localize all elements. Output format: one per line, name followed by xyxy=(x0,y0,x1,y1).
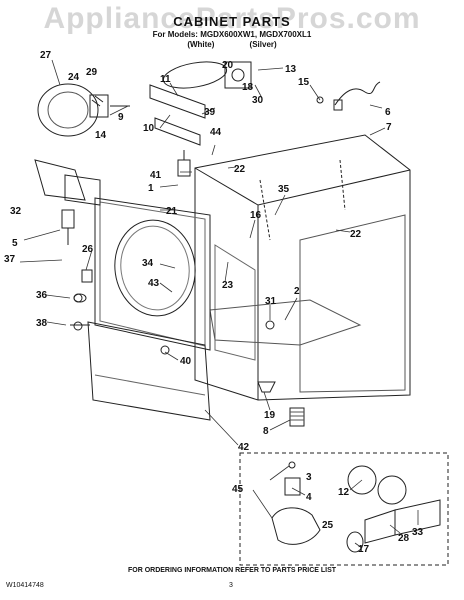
callout-39: 39 xyxy=(204,107,216,118)
thermostat xyxy=(177,150,191,177)
callout-11: 11 xyxy=(160,74,171,85)
page-title: CABINET PARTS xyxy=(173,14,291,29)
cabinet xyxy=(194,134,411,401)
callout-10: 10 xyxy=(143,123,155,134)
model-numbers: For Models: MGDX600XW1, MGDX700XL1 xyxy=(152,30,312,39)
page-number: 3 xyxy=(229,582,233,589)
callout-19: 19 xyxy=(264,410,276,421)
variant-silver: (Silver) xyxy=(249,40,277,49)
callout-34: 34 xyxy=(142,258,154,269)
bracket xyxy=(149,84,206,146)
callout-44: 44 xyxy=(210,127,222,138)
variant-white: (White) xyxy=(187,40,215,49)
callout-2: 2 xyxy=(294,286,300,297)
leader-lines xyxy=(19,59,419,549)
callout-16: 16 xyxy=(250,210,262,221)
callout-20: 20 xyxy=(222,60,234,71)
callout-9: 9 xyxy=(118,112,124,123)
callout-24: 24 xyxy=(68,72,80,83)
callout-25: 25 xyxy=(322,520,334,531)
callout-17: 17 xyxy=(358,544,370,555)
callout-18: 18 xyxy=(242,82,254,93)
callout-35: 35 xyxy=(278,184,290,195)
document-number: W10414748 xyxy=(6,582,44,589)
callout-15: 15 xyxy=(298,77,310,88)
callout-28: 28 xyxy=(398,533,410,544)
exhaust-kit xyxy=(239,452,449,566)
callout-27: 27 xyxy=(40,50,52,61)
callout-8: 8 xyxy=(263,426,269,437)
callout-36: 36 xyxy=(36,290,48,301)
callout-43: 43 xyxy=(148,278,160,289)
callout-38: 38 xyxy=(36,318,48,329)
callout-32: 32 xyxy=(10,206,22,217)
callout-31: 31 xyxy=(265,296,277,307)
callout-3: 3 xyxy=(306,472,312,483)
callout-22: 22 xyxy=(234,164,246,175)
door-switch xyxy=(61,209,93,283)
power-cord xyxy=(333,81,381,111)
callout-21: 21 xyxy=(166,206,178,217)
callout-5: 5 xyxy=(12,238,18,249)
callout-30: 30 xyxy=(252,95,264,106)
ordering-info: FOR ORDERING INFORMATION REFER TO PARTS … xyxy=(127,567,337,574)
callout-labels: 27 24 29 11 20 13 18 15 30 6 9 39 7 10 1… xyxy=(4,50,424,555)
callout-22b: 22 xyxy=(350,229,362,240)
callout-12: 12 xyxy=(338,487,350,498)
callout-29: 29 xyxy=(86,67,98,78)
callout-33: 33 xyxy=(412,527,424,538)
callout-14: 14 xyxy=(95,130,107,141)
callout-26: 26 xyxy=(82,244,94,255)
callout-13: 13 xyxy=(285,64,297,75)
callout-23: 23 xyxy=(222,280,234,291)
lower-bracket xyxy=(34,159,101,206)
toe-panel xyxy=(87,321,211,421)
motor xyxy=(37,83,130,137)
watermark: AppliancePartsPros.com xyxy=(43,2,421,35)
callout-45: 45 xyxy=(232,484,244,495)
callout-42: 42 xyxy=(238,442,250,453)
callout-40: 40 xyxy=(180,356,192,367)
callout-7: 7 xyxy=(386,122,392,133)
callout-1: 1 xyxy=(148,183,154,194)
color-variants: (White) (Silver) xyxy=(0,40,464,49)
callout-41: 41 xyxy=(150,170,162,181)
small-parts xyxy=(70,95,324,393)
callout-4: 4 xyxy=(306,492,312,503)
gas-valve xyxy=(224,61,252,89)
callout-6: 6 xyxy=(385,107,391,118)
leveling-leg xyxy=(289,407,305,427)
callout-37: 37 xyxy=(4,254,16,265)
belt xyxy=(162,61,228,89)
